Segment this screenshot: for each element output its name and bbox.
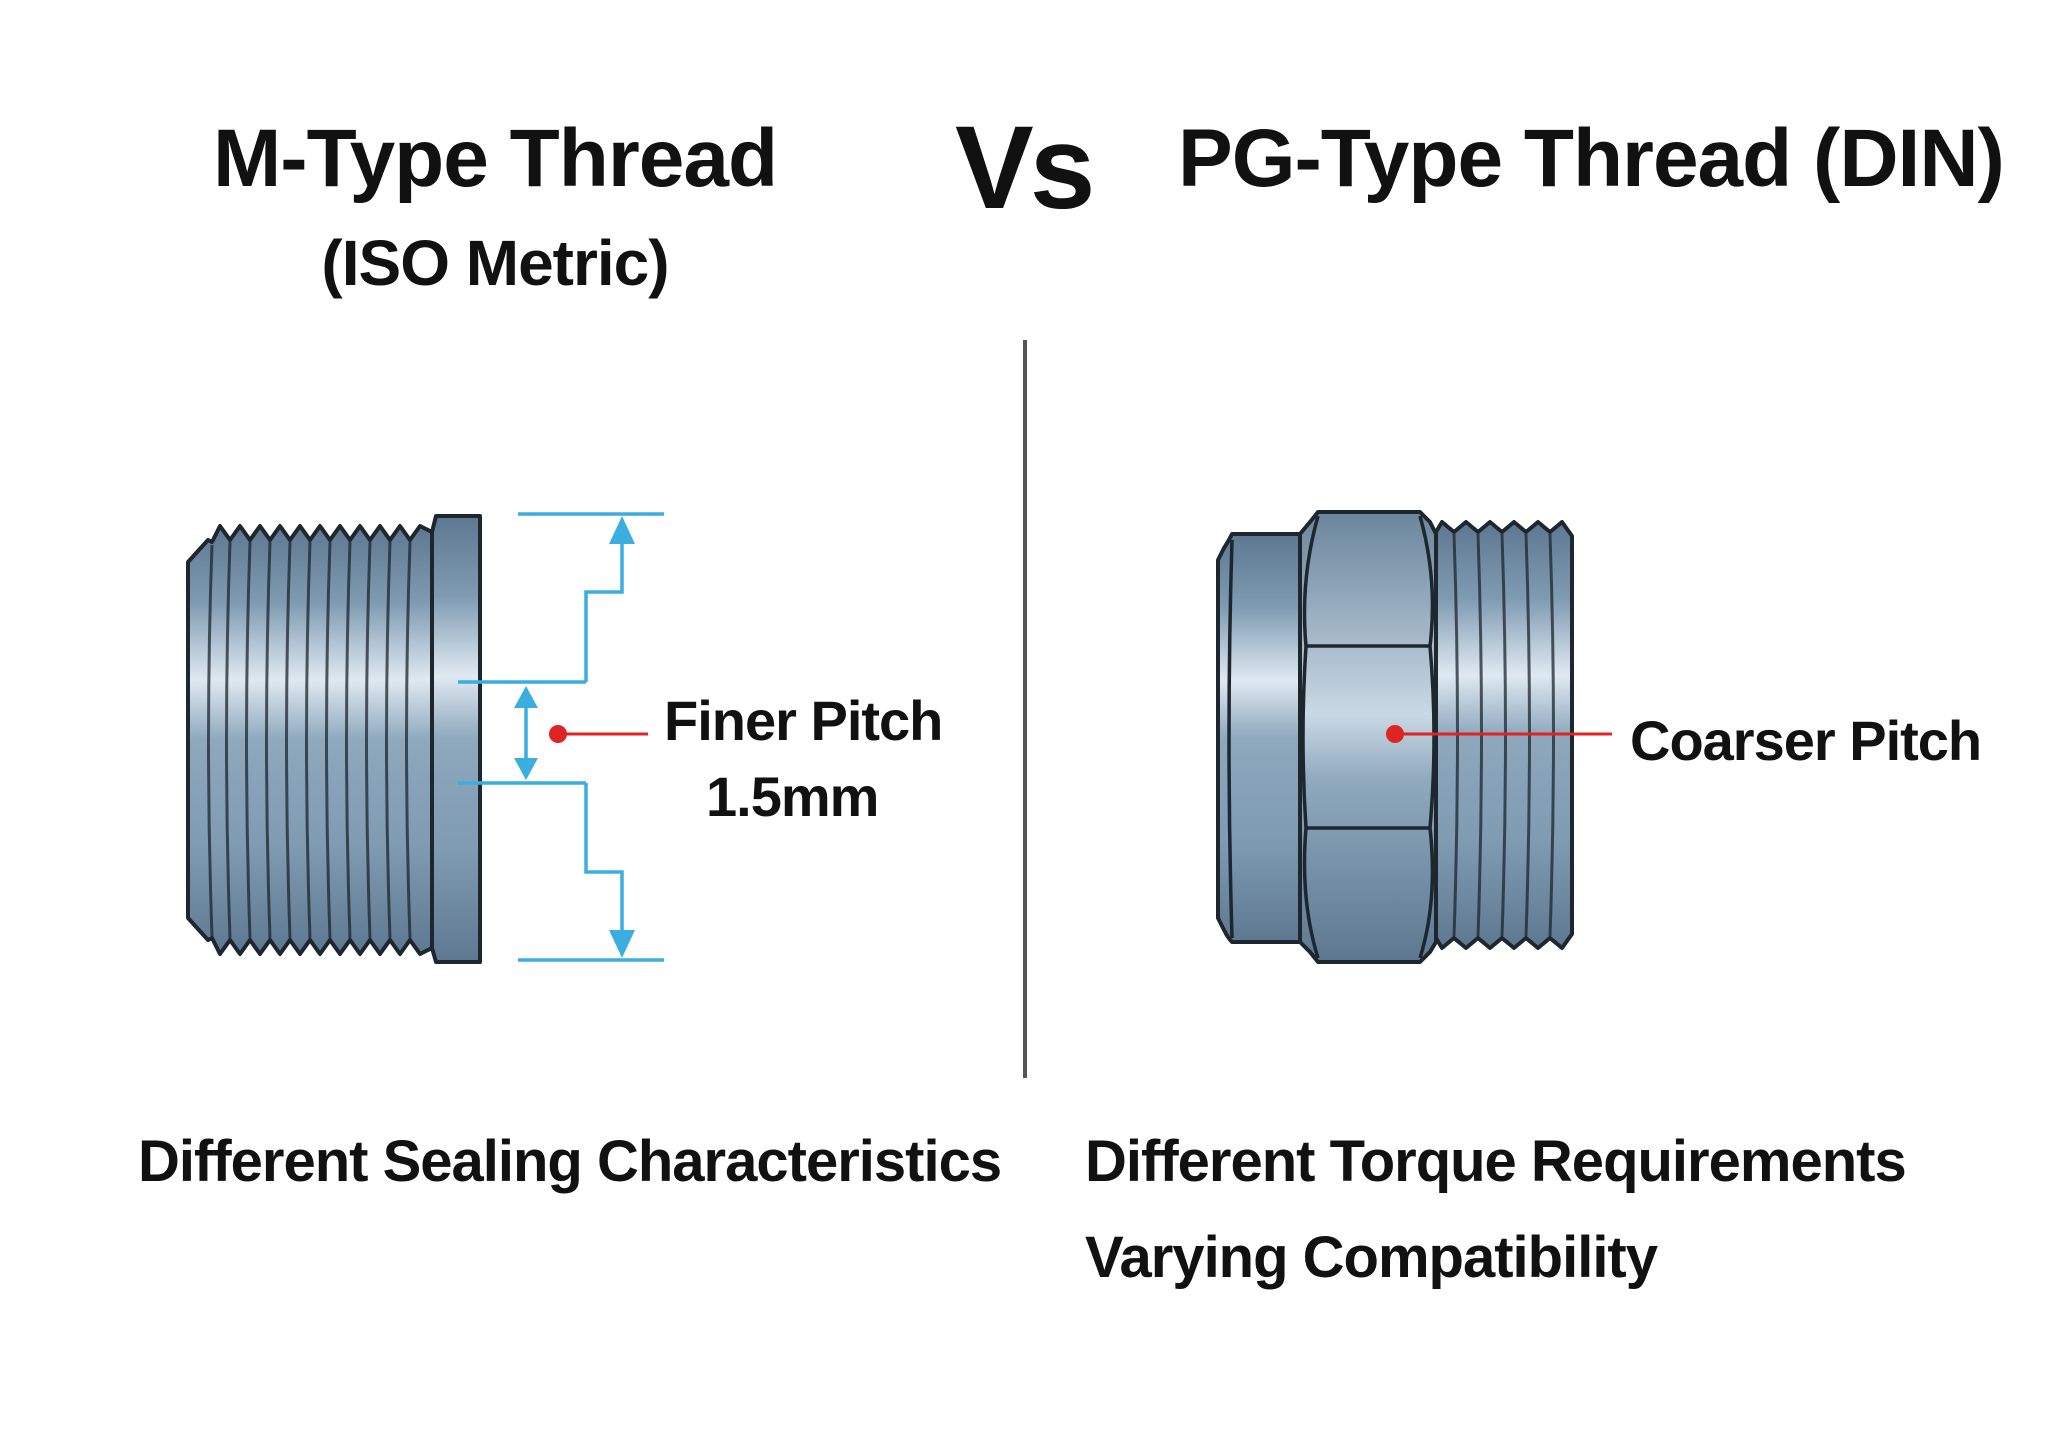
- finer-pitch-label: Finer Pitch: [664, 689, 943, 752]
- m-type-subtitle: (ISO Metric): [321, 227, 669, 299]
- m-type-feature: Different Sealing Characteristics: [138, 1129, 1002, 1194]
- m-collar: [430, 514, 482, 964]
- pg-body: [1216, 532, 1302, 944]
- m-type-title: M-Type Thread: [212, 113, 778, 204]
- pg-type-feature-2: Varying Compatibility: [1085, 1225, 1658, 1290]
- pg-type-feature-1: Different Torque Requirements: [1085, 1129, 1907, 1194]
- dimension-arrows: [514, 516, 635, 958]
- pitch-dimension: [458, 512, 664, 962]
- vs-label: Vs: [955, 102, 1095, 234]
- m-type-fitting: [186, 514, 482, 964]
- finer-pitch-marker: [549, 725, 567, 743]
- coarser-pitch-label: Coarser Pitch: [1630, 709, 1982, 772]
- pg-type-title: PG-Type Thread (DIN): [1178, 113, 2005, 204]
- coarser-pitch-marker: [1386, 725, 1404, 743]
- pitch-value-label: 1.5mm: [706, 765, 879, 828]
- pg-hex-nut: [1298, 510, 1438, 964]
